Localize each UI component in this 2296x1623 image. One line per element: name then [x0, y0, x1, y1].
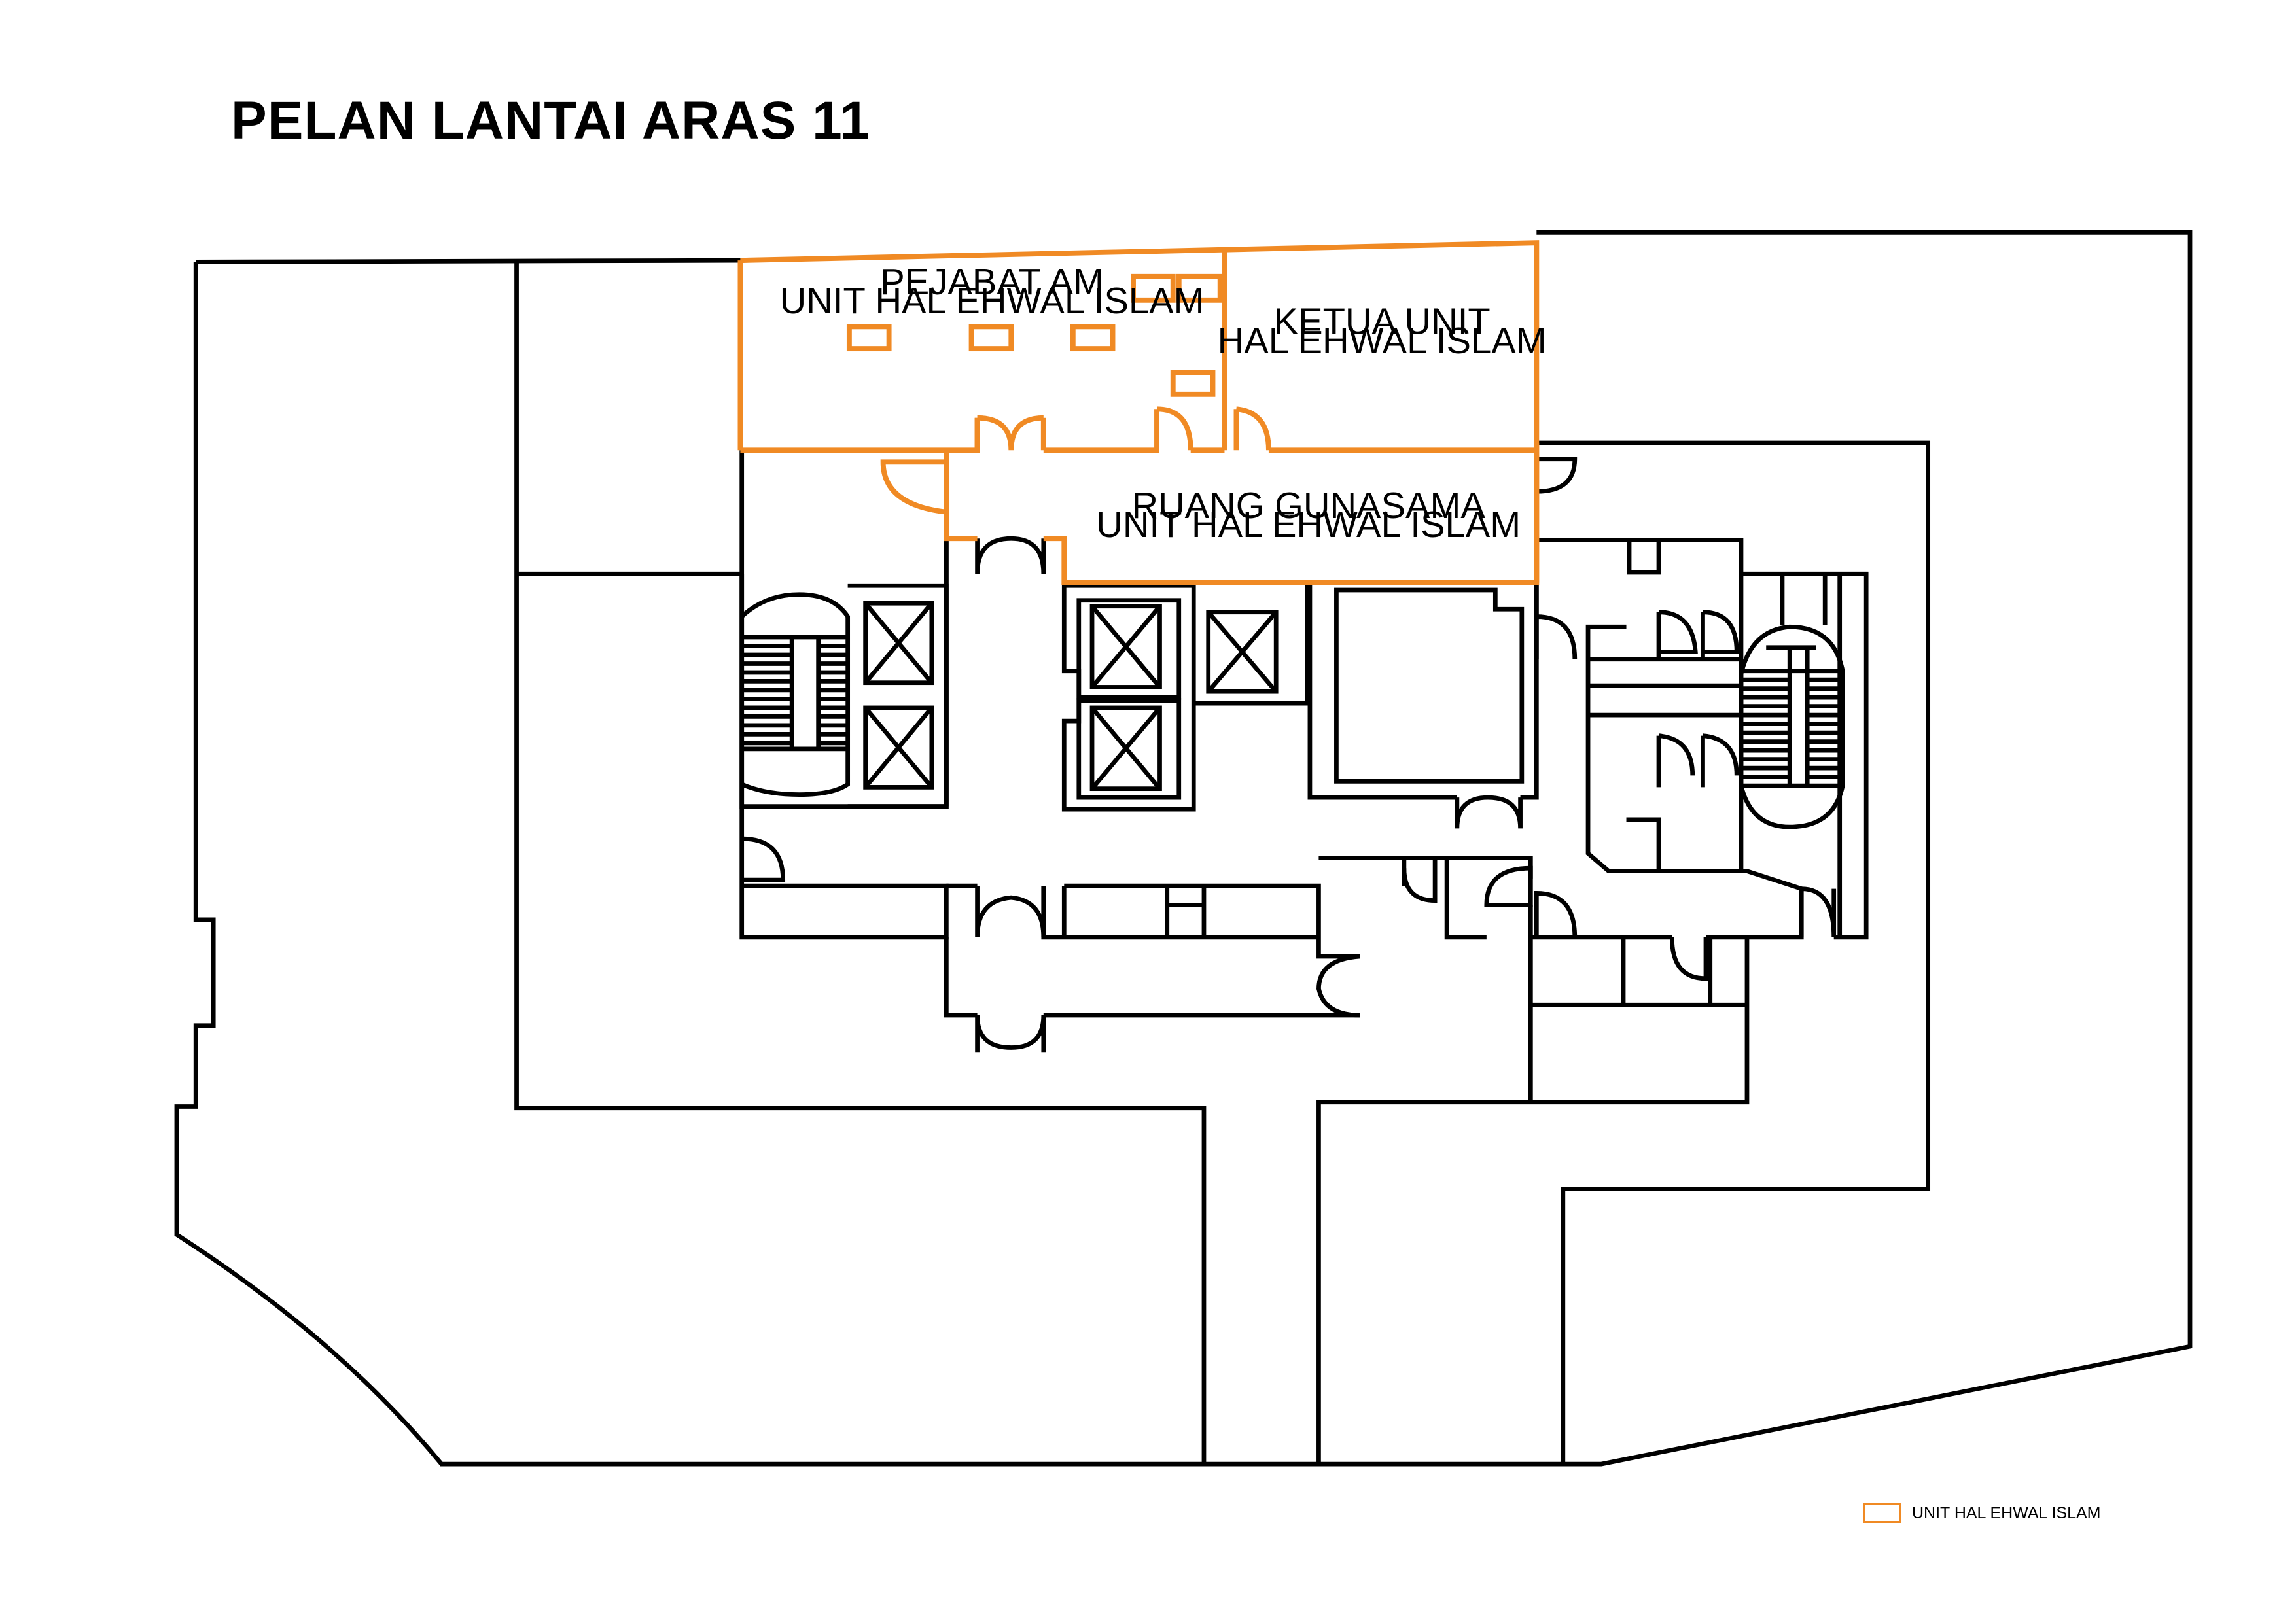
room-label-line: UNIT HAL EHWAL ISLAM — [1096, 504, 1521, 545]
legend-swatch — [1863, 1503, 1901, 1523]
room-label-ketua-unit: KETUA UNIT HAL EHWAL ISLAM — [1218, 301, 1547, 361]
staircase-west — [740, 592, 851, 797]
door-swings — [741, 457, 1837, 1053]
staircase-east — [1739, 624, 1845, 829]
legend: UNIT HAL EHWAL ISLAM — [1863, 1503, 2101, 1523]
unit-hal-ehwal-islam-area — [737, 240, 1540, 585]
room-label-line: KETUA UNIT — [1274, 301, 1491, 342]
page-title: PELAN LANTAI ARAS 11 — [231, 91, 870, 150]
legend-label: UNIT HAL EHWAL ISLAM — [1912, 1503, 2101, 1522]
room-label-line: PEJABAT AM — [880, 261, 1104, 302]
room-label-pejabat-am: PEJABAT AM UNIT HAL EHWAL ISLAM — [780, 261, 1205, 321]
room-label-line: UNIT HAL EHWAL ISLAM — [780, 280, 1205, 321]
elevators — [847, 583, 1279, 809]
room-label-line: HAL EHWAL ISLAM — [1218, 320, 1547, 361]
building-outline — [174, 230, 2193, 1467]
room-label-line: RUANG GUNASAMA — [1131, 485, 1485, 526]
room-label-ruang-gunasama: RUANG GUNASAMA UNIT HAL EHWAL ISLAM — [1096, 485, 1521, 545]
